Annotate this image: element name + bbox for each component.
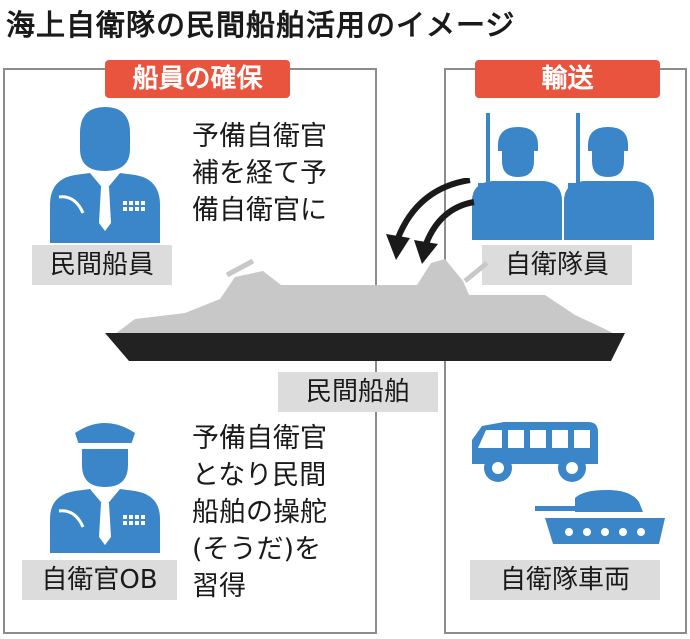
- note-line: 予備自衛官: [192, 423, 327, 454]
- note-line: となり民間: [192, 460, 327, 491]
- civilian-sailor-label: 民間船員: [32, 245, 172, 285]
- officer-figure-icon: [50, 423, 160, 553]
- left-section-tag: 船員の確保: [105, 60, 290, 98]
- truck-icon: [472, 422, 598, 482]
- note-line: 船舶の操舵: [192, 497, 327, 528]
- transport-arrows-icon: [386, 178, 475, 264]
- tank-icon: [535, 490, 665, 544]
- sdf-vehicles-label: 自衛隊車両: [470, 560, 660, 600]
- reserve-path-note: 予備自衛官 補を経て予 備自衛官に: [192, 118, 327, 229]
- page-title: 海上自衛隊の民間船舶活用のイメージ: [6, 8, 516, 42]
- note-line: 予備自衛官: [192, 121, 327, 152]
- ship-icon: [105, 258, 625, 361]
- sailor-figure-icon: [50, 107, 160, 243]
- note-line: 備自衛官に: [192, 195, 327, 226]
- officer-training-note: 予備自衛官 となり民間 船舶の操舵 (そうだ)を 習得: [192, 420, 327, 605]
- note-line: 習得: [192, 571, 246, 602]
- civilian-ship-label: 民間船舶: [278, 372, 438, 412]
- soldiers-icon: [472, 113, 654, 240]
- note-line: (そうだ)を: [192, 534, 322, 565]
- retired-officer-label: 自衛官OB: [22, 560, 177, 600]
- note-line: 補を経て予: [192, 158, 327, 189]
- right-section-tag: 輸送: [475, 60, 660, 98]
- sdf-personnel-label: 自衛隊員: [482, 245, 632, 285]
